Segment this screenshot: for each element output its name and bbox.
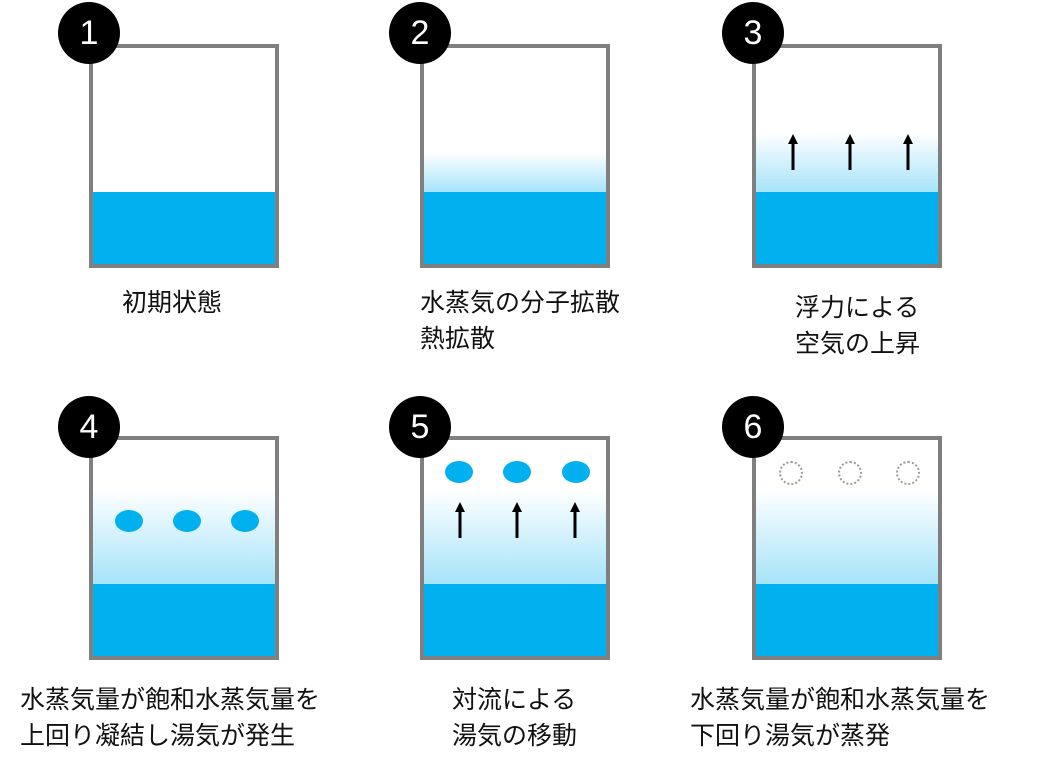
caption-line: 浮力による: [795, 293, 920, 322]
water-layer: [424, 584, 606, 656]
caption-line: 湯気の移動: [452, 721, 578, 750]
caption-line: 熱拡散: [420, 324, 496, 353]
evaporated-droplet: [779, 461, 803, 485]
caption-line: 水蒸気の分子拡散: [420, 288, 621, 317]
up-arrow-icon: [788, 134, 798, 170]
water-layer: [93, 192, 275, 264]
caption-line: 空気の上昇: [795, 329, 921, 358]
caption-line: 対流による: [452, 685, 577, 714]
up-arrow-icon: [570, 502, 580, 538]
steam-droplet: [503, 461, 531, 483]
caption-line: 下回り湯気が蒸発: [690, 721, 891, 750]
step-number-badge: 3: [722, 2, 784, 64]
caption-line: 水蒸気量が飽和水蒸気量を: [20, 685, 321, 714]
caption-6: 水蒸気量が飽和水蒸気量を 下回り湯気が蒸発: [690, 682, 990, 754]
evaporated-droplet: [896, 461, 920, 485]
steam-droplet: [445, 461, 473, 483]
vapor-gradient: [424, 152, 606, 192]
container-3: [752, 44, 942, 268]
steam-droplet: [562, 461, 590, 483]
caption-1: 初期状態: [122, 285, 222, 321]
step-number-badge: 6: [722, 396, 784, 458]
step-number-badge: 1: [58, 2, 120, 64]
up-arrow-icon: [455, 502, 465, 538]
steam-droplet: [231, 510, 259, 532]
water-layer: [93, 584, 275, 656]
water-layer: [424, 192, 606, 264]
up-arrow-icon: [903, 134, 913, 170]
up-arrow-icon: [512, 502, 522, 538]
up-arrow-icon: [845, 134, 855, 170]
evaporated-droplet: [838, 461, 862, 485]
steam-droplet: [173, 510, 201, 532]
step-number-badge: 4: [58, 396, 120, 458]
vapor-gradient: [756, 489, 938, 584]
step-number-badge: 2: [389, 2, 451, 64]
caption-4: 水蒸気量が飽和水蒸気量を 上回り凝結し湯気が発生: [20, 682, 320, 754]
step-number-badge: 5: [389, 396, 451, 458]
container-2: [420, 44, 610, 268]
steam-droplet: [115, 510, 143, 532]
water-layer: [756, 584, 938, 656]
caption-2: 水蒸気の分子拡散 熱拡散: [420, 285, 620, 357]
water-layer: [756, 192, 938, 264]
caption-line: 上回り凝結し湯気が発生: [20, 721, 296, 750]
caption-line: 水蒸気量が飽和水蒸気量を: [690, 685, 991, 714]
caption-5: 対流による 湯気の移動: [452, 682, 577, 754]
caption-line: 初期状態: [122, 288, 223, 317]
caption-3: 浮力による 空気の上昇: [795, 290, 920, 362]
container-1: [89, 44, 279, 268]
vapor-gradient: [93, 489, 275, 584]
container-4: [89, 436, 279, 660]
